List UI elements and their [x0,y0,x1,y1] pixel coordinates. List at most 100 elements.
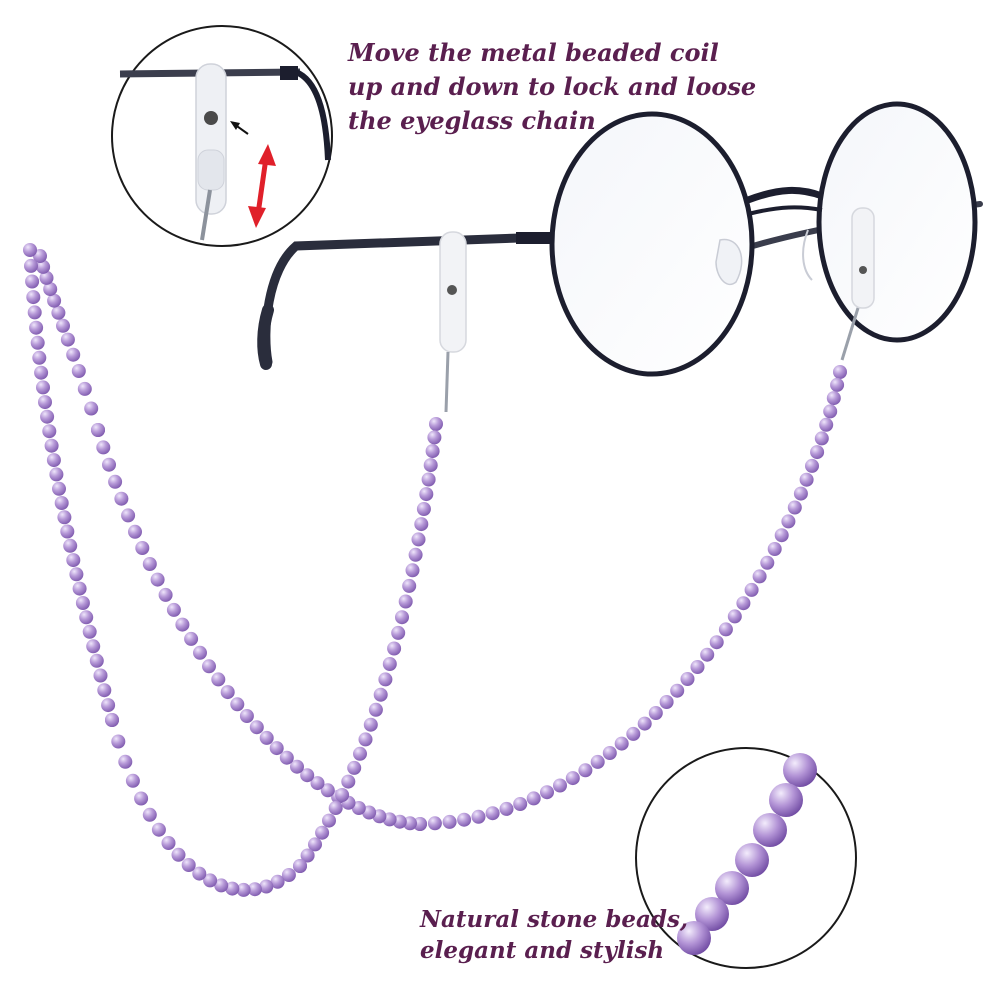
bead [744,582,759,597]
bead [411,532,426,547]
bead [84,401,99,416]
bead-closeup [753,813,787,847]
bead [391,625,406,640]
bead [328,801,343,815]
bead [51,305,66,320]
bead [105,713,119,727]
bead [96,440,111,455]
amethyst-bead-chain [23,243,847,897]
bead [363,717,378,732]
bead [540,785,554,800]
bead [42,424,57,439]
bead [485,806,500,821]
bead [805,458,819,473]
bead [220,685,235,700]
bead [308,837,322,852]
bead [315,825,330,840]
bead [819,417,834,432]
bead [63,538,78,553]
bead [590,754,605,769]
bead [736,596,751,611]
bead [102,457,116,472]
lens-right [816,101,978,343]
bead [602,746,617,760]
bead [823,404,838,419]
bead [457,812,472,827]
bead [320,783,335,798]
bead [810,445,825,460]
bead [161,836,176,850]
bead [718,622,733,637]
bead [60,332,75,347]
bead [423,458,438,473]
bead [408,547,423,562]
bead [310,776,325,791]
eyeglasses [257,101,983,377]
bead [225,881,240,896]
bead [358,732,373,747]
bead [203,873,218,888]
bead [347,760,362,775]
bead [774,528,789,543]
bead [181,858,196,872]
bead [125,773,140,788]
bead [121,508,136,523]
bead [86,639,101,654]
bead [158,587,173,602]
bead [75,596,90,610]
bead [184,631,199,646]
bead [781,514,796,529]
bead [826,391,841,406]
caption-bottom-line-1: Natural stone beads, [420,906,688,933]
double-arrow-vertical-icon [248,144,276,228]
bead [378,672,393,687]
bead [239,709,254,723]
bead [49,467,64,482]
bead [368,702,383,717]
bead [24,258,38,273]
bead [429,417,443,431]
bead [36,259,51,274]
bead [108,474,123,489]
bead [38,395,52,410]
bead [56,318,70,333]
bead [402,578,417,593]
bead-closeup [715,871,749,905]
bead [414,517,429,532]
bead [752,569,767,584]
small-arrow-icon [230,121,249,135]
bead [799,472,814,487]
bead [192,866,207,881]
bead [142,807,157,822]
bead [387,641,402,656]
bead [171,847,186,862]
bridge [746,186,824,204]
bead [151,822,166,837]
bead [767,542,782,556]
bead [700,647,715,662]
bead [114,491,129,506]
bead [247,882,262,897]
bead [442,814,457,829]
chain-holder-left [439,231,467,413]
bead [670,683,685,698]
bead [353,746,367,761]
bead [259,879,274,894]
bead [659,695,674,709]
bead [421,472,436,487]
bead [30,335,45,350]
bead [142,557,157,571]
bead [57,510,72,525]
bead [690,660,705,674]
zoom-circle-holder [111,25,333,247]
bead [175,617,190,632]
bead [565,771,580,786]
temple-arm-left [261,233,525,367]
bead [25,274,40,289]
bead [101,698,116,713]
bead [118,754,133,769]
bead [27,305,42,320]
caption-natural-stone: Natural stone beads, elegant and stylish [420,904,688,966]
bead [405,563,420,578]
bead [66,347,81,362]
